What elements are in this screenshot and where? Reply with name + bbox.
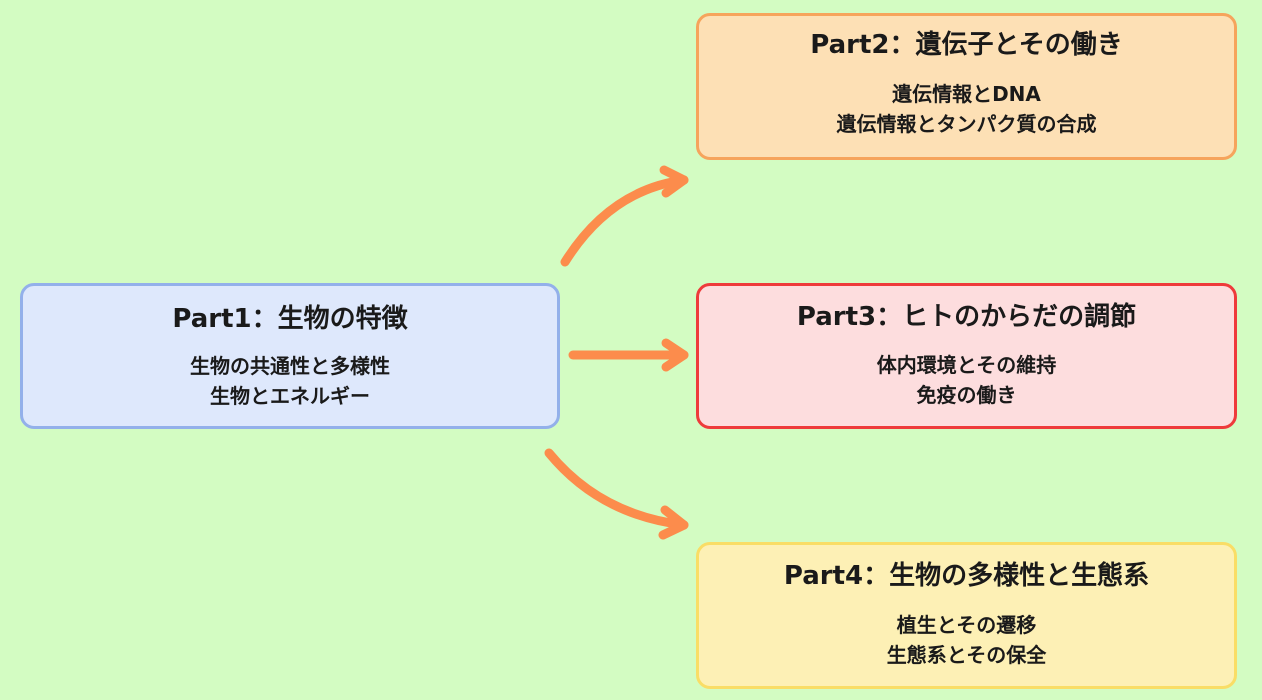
arrow-head-part3 — [661, 338, 689, 372]
part3-title: Part3：ヒトのからだの調節 — [796, 302, 1137, 332]
part3-items: 体内環境とその維持 免疫の働き — [699, 350, 1234, 410]
part4-title: Part4：生物の多様性と生態系 — [783, 561, 1150, 591]
part2-title: Part2：遺伝子とその働き — [810, 30, 1123, 60]
part3-item: 体内環境とその維持 — [876, 353, 1057, 377]
part1-item: 生物とエネルギー — [210, 384, 370, 408]
part3-box: Part3：ヒトのからだの調節 体内環境とその維持 免疫の働き — [696, 283, 1237, 429]
part4-box: Part4：生物の多様性と生態系 植生とその遷移 生態系とその保全 — [696, 542, 1237, 689]
part3-item: 免疫の働き — [916, 383, 1017, 407]
arrow-head-part4 — [658, 505, 689, 540]
part2-item: 遺伝情報とタンパク質の合成 — [836, 112, 1097, 136]
arrow-to-part4 — [544, 448, 689, 530]
arrow-to-part2 — [560, 175, 689, 267]
part2-items: 遺伝情報とDNA 遺伝情報とタンパク質の合成 — [699, 79, 1234, 139]
part1-items: 生物の共通性と多様性 生物とエネルギー — [23, 351, 557, 411]
part1-item: 生物の共通性と多様性 — [190, 354, 390, 378]
part4-item: 植生とその遷移 — [896, 613, 1037, 637]
part2-item: 遺伝情報とDNA — [892, 82, 1041, 106]
part4-item: 生態系とその保全 — [886, 643, 1047, 667]
arrow-head-part2 — [659, 165, 689, 198]
part2-box: Part2：遺伝子とその働き 遺伝情報とDNA 遺伝情報とタンパク質の合成 — [696, 13, 1237, 160]
part1-title: Part1：生物の特徴 — [172, 304, 408, 334]
part1-box: Part1：生物の特徴 生物の共通性と多様性 生物とエネルギー — [20, 283, 560, 429]
part4-items: 植生とその遷移 生態系とその保全 — [699, 610, 1234, 670]
